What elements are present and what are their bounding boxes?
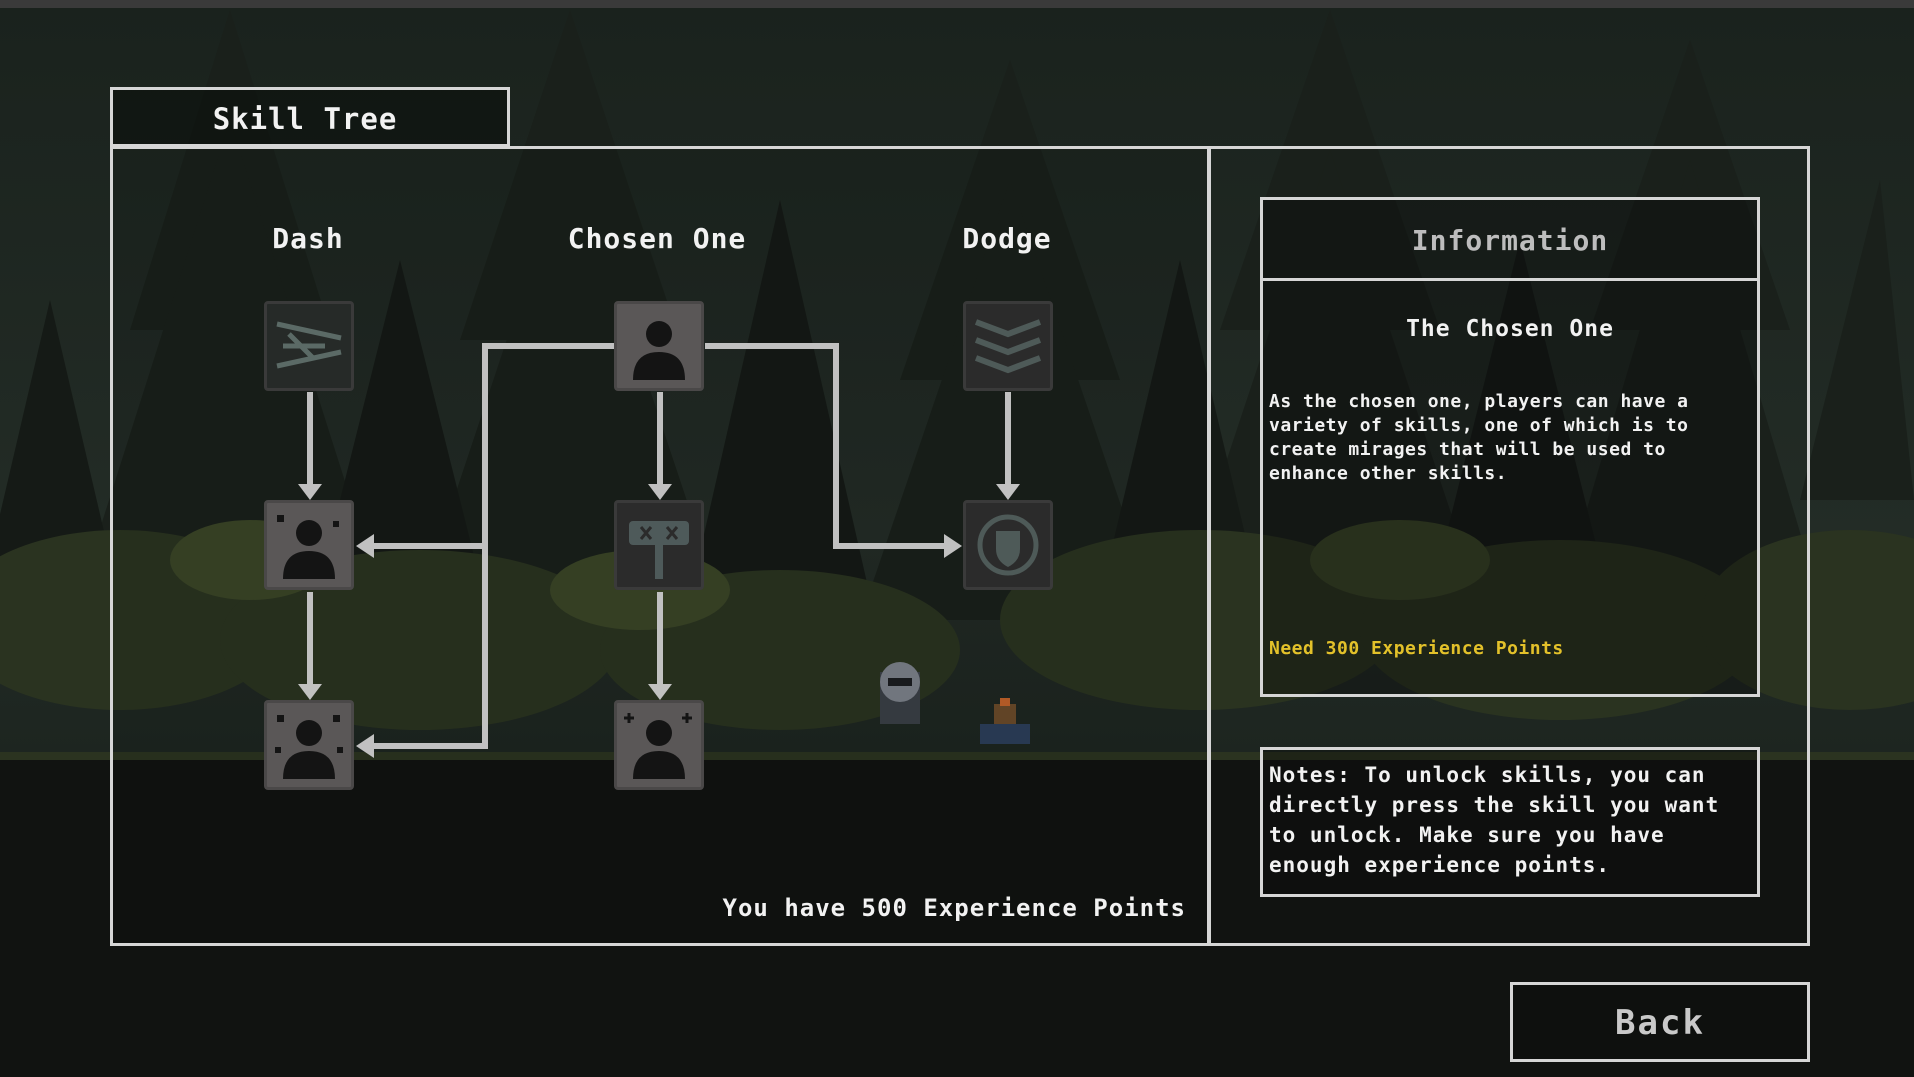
notes-box: Notes: To unlock skills, you can directl… xyxy=(1260,747,1760,897)
silhouette-multi-sparkle-icon xyxy=(275,715,343,779)
shield-crest-icon xyxy=(977,514,1039,576)
skill-description: As the chosen one, players can have a va… xyxy=(1269,391,1689,484)
skill-node-dodge-2[interactable] xyxy=(963,500,1053,590)
silhouette-sparkle-icon xyxy=(277,515,339,579)
skill-node-dash-1[interactable] xyxy=(264,301,354,391)
skill-node-dash-2[interactable] xyxy=(264,500,354,590)
information-box: Information The Chosen One As the chosen… xyxy=(1260,197,1760,697)
skill-node-dodge-1[interactable] xyxy=(963,301,1053,391)
back-button-label: Back xyxy=(1615,1003,1705,1043)
skill-node-chosen-2[interactable] xyxy=(614,500,704,590)
info-side-panel xyxy=(1208,146,1810,946)
silhouette-icon xyxy=(633,321,685,380)
notes-text: Notes: To unlock skills, you can directl… xyxy=(1269,763,1720,877)
skill-tree-title: Skill Tree xyxy=(212,102,398,136)
information-title: Information xyxy=(1411,224,1609,257)
skill-tree-tab: Skill Tree xyxy=(110,87,510,147)
banner-sign-icon xyxy=(629,521,689,579)
silhouette-star-icon xyxy=(624,713,692,779)
column-title-dash: Dash xyxy=(272,222,344,255)
chevrons-down-icon xyxy=(974,319,1042,374)
column-title-dodge: Dodge xyxy=(962,222,1052,255)
experience-points-text: You have 500 Experience Points xyxy=(722,894,1186,922)
skill-node-chosen-1[interactable] xyxy=(614,301,704,391)
skill-cost: Need 300 Experience Points xyxy=(1269,638,1564,659)
back-button[interactable]: Back xyxy=(1510,982,1810,1062)
information-header: Information xyxy=(1263,200,1757,281)
skill-node-chosen-3[interactable] xyxy=(614,700,704,790)
skill-node-dash-3[interactable] xyxy=(264,700,354,790)
skill-name: The Chosen One xyxy=(1406,316,1614,342)
column-title-chosen-one: Chosen One xyxy=(567,222,747,255)
dash-streak-icon xyxy=(276,321,342,369)
